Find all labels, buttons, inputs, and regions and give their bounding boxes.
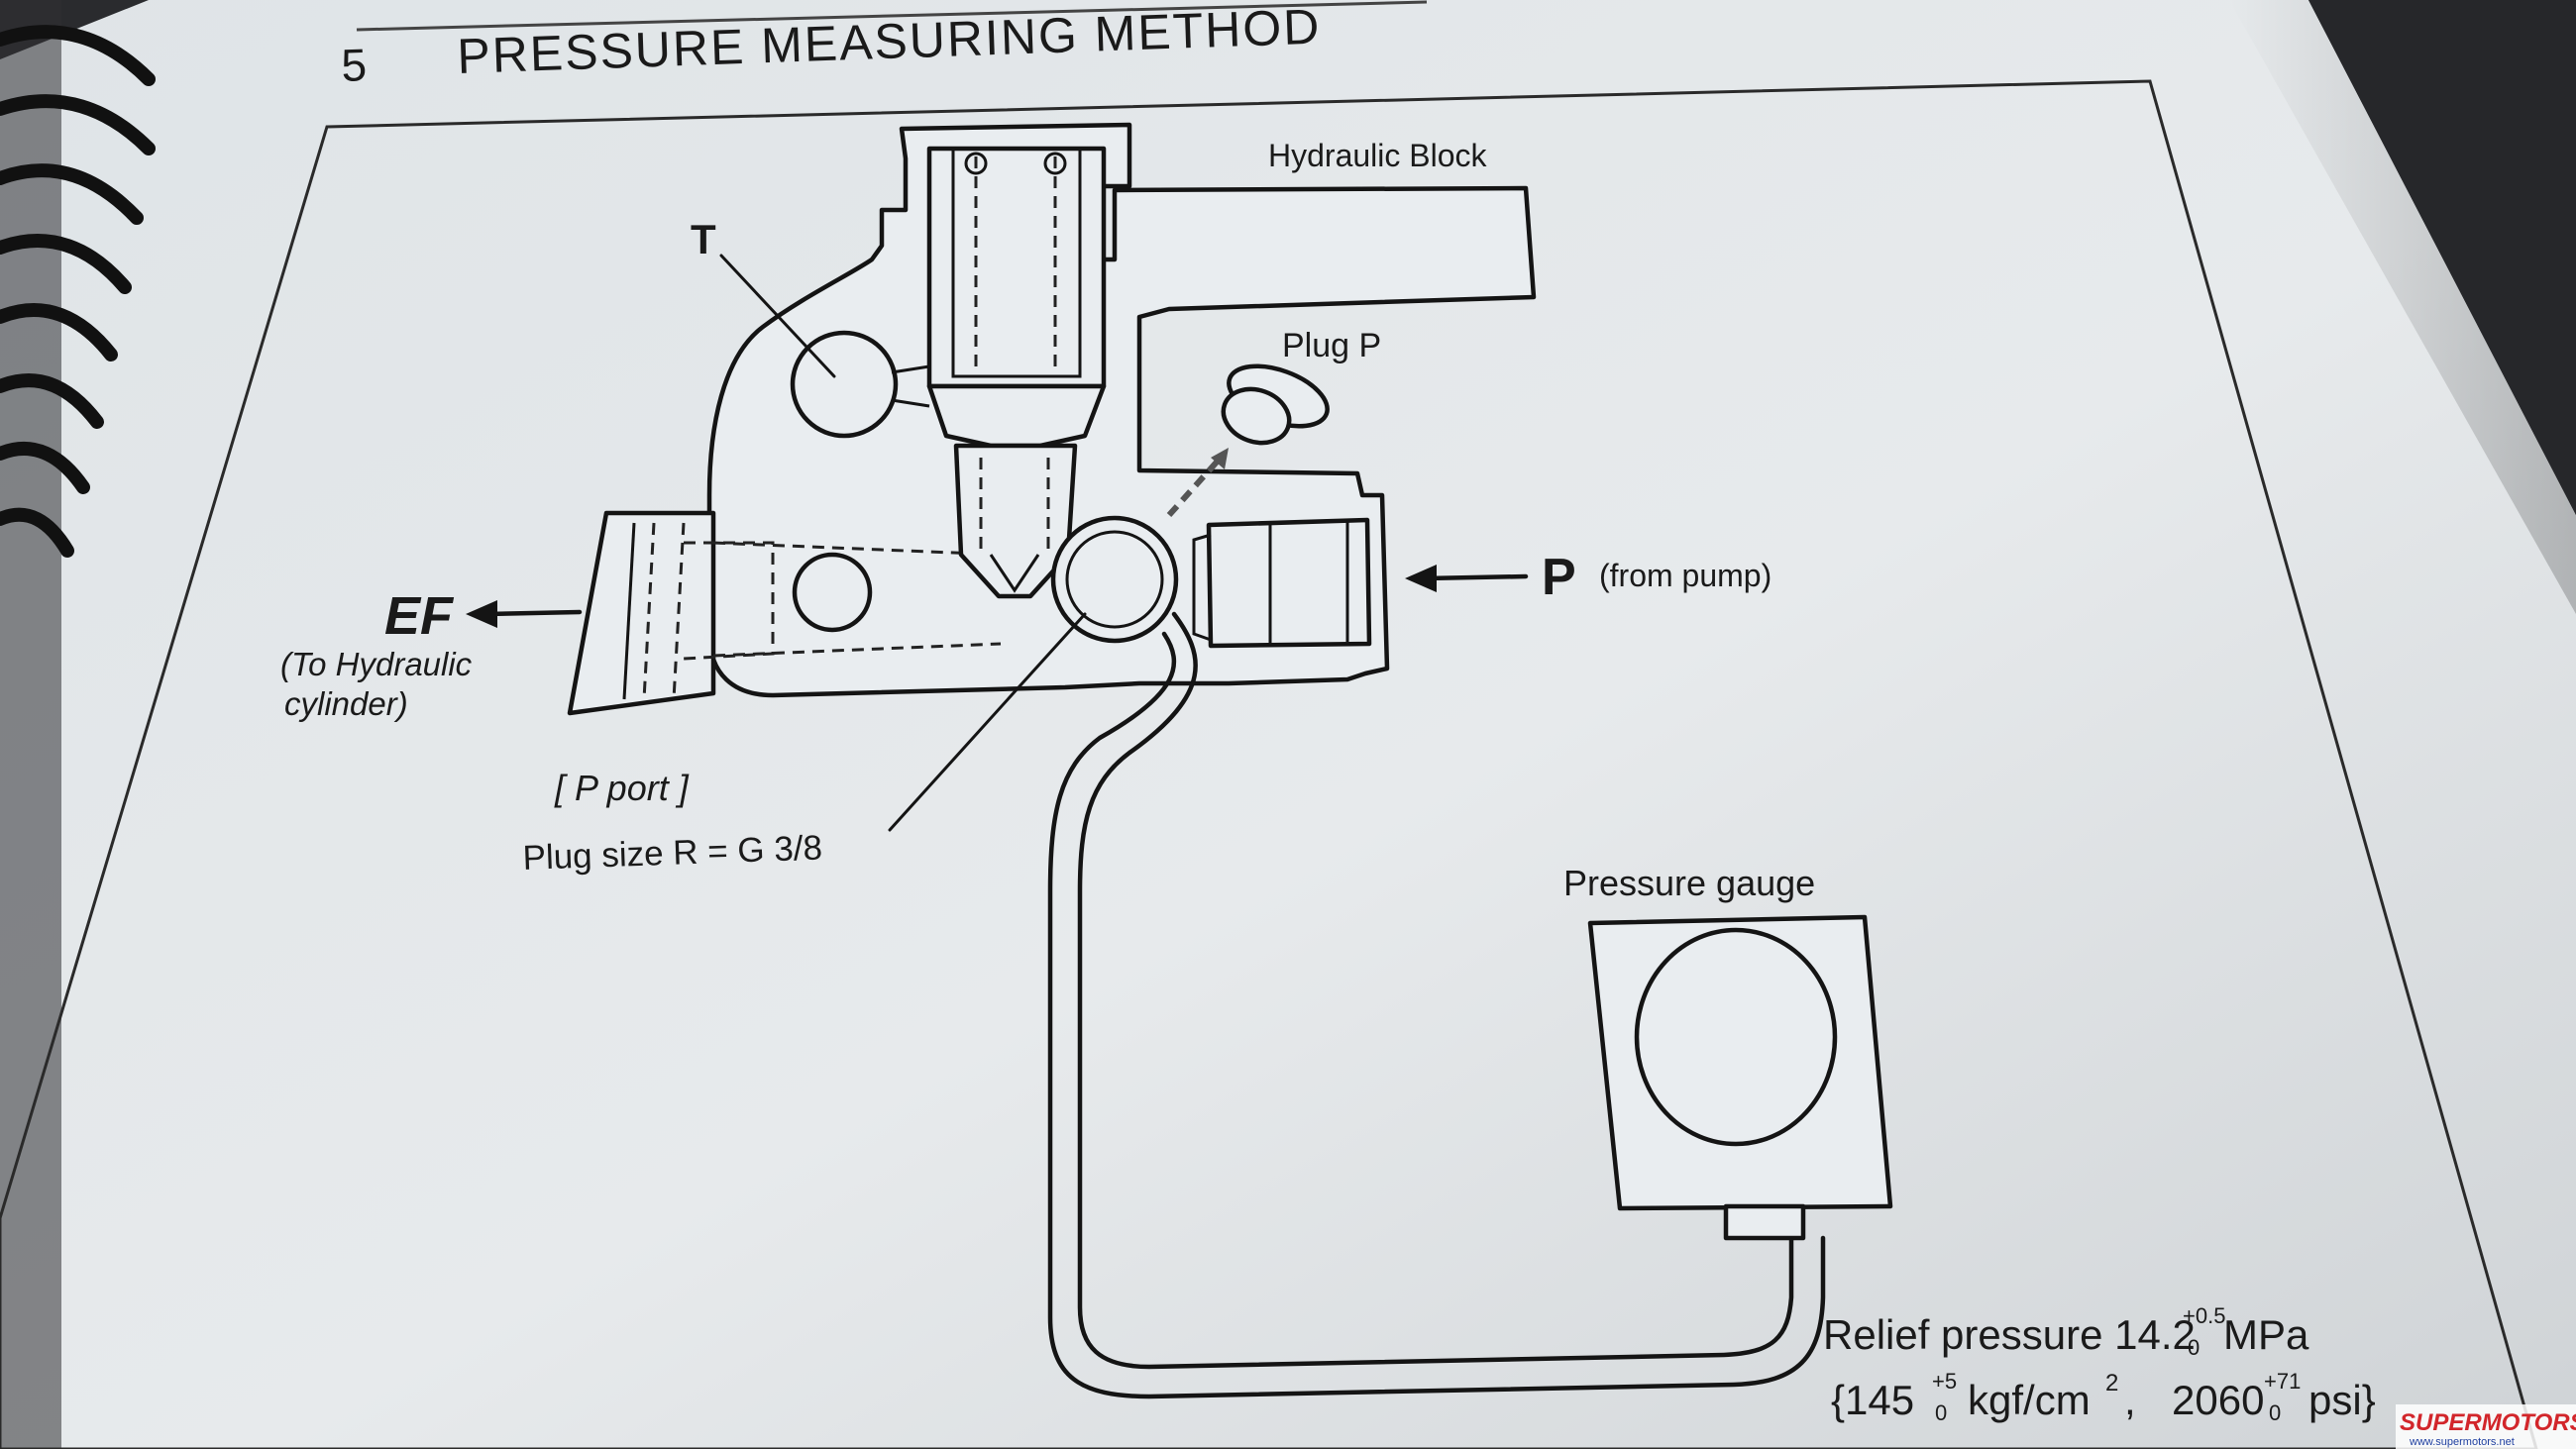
svg-text:kgf/cm: kgf/cm [1968, 1377, 2091, 1423]
figure-frame [0, 79, 2538, 1449]
gauge-hose [1077, 611, 1794, 1370]
spiral-binding [0, 0, 156, 1449]
svg-text:0: 0 [2269, 1400, 2281, 1425]
svg-text:psi}: psi} [2308, 1377, 2376, 1423]
svg-text:0: 0 [2188, 1335, 2200, 1360]
p-port [1050, 515, 1372, 649]
svg-text:0: 0 [1935, 1400, 1947, 1425]
plug-size-leader [888, 612, 1087, 832]
header-rule [356, 0, 1428, 32]
pressure-gauge-label: Pressure gauge [1563, 863, 1815, 903]
svg-text:,: , [2124, 1377, 2136, 1423]
plug-p [1166, 363, 1330, 518]
p-label: P [1542, 549, 1576, 606]
relief-valve-cartridge [926, 146, 1107, 599]
plug-p-label: Plug P [1282, 327, 1381, 364]
supermotors-watermark: SUPERMOTORS www.supermotors.net [2396, 1404, 2576, 1449]
svg-text:{145: {145 [1831, 1377, 1914, 1423]
from-pump-label: (from pump) [1599, 558, 1771, 593]
svg-text:MPa: MPa [2223, 1311, 2309, 1358]
section-number: 5 [341, 39, 368, 91]
to-cylinder-label-2: cylinder) [284, 685, 408, 722]
svg-text:2: 2 [2105, 1370, 2118, 1397]
relief-pressure-spec: Relief pressure 14.2 +0.5 0 MPa {145 +5 … [1823, 1303, 2376, 1425]
svg-text:Relief pressure 14.2: Relief pressure 14.2 [1823, 1311, 2196, 1358]
to-cylinder-label-1: (To Hydraulic [280, 646, 473, 682]
to-cylinder-arrow [466, 600, 583, 628]
svg-text:+0.5: +0.5 [2183, 1303, 2225, 1328]
from-pump-arrow [1405, 565, 1529, 592]
ef-label: EF [384, 586, 455, 646]
svg-text:+5: +5 [1932, 1369, 1957, 1394]
pressure-gauge [1587, 914, 1893, 1241]
svg-text:SUPERMOTORS: SUPERMOTORS [2400, 1409, 2576, 1436]
p-port-label: [ P port ] [554, 768, 690, 808]
svg-text:2060: 2060 [2172, 1377, 2264, 1423]
svg-text:www.supermotors.net: www.supermotors.net [2409, 1436, 2515, 1448]
svg-text:+71: +71 [2264, 1369, 2301, 1394]
t-port-label: T [691, 216, 716, 262]
hydraulic-block-label: Hydraulic Block [1268, 138, 1488, 173]
